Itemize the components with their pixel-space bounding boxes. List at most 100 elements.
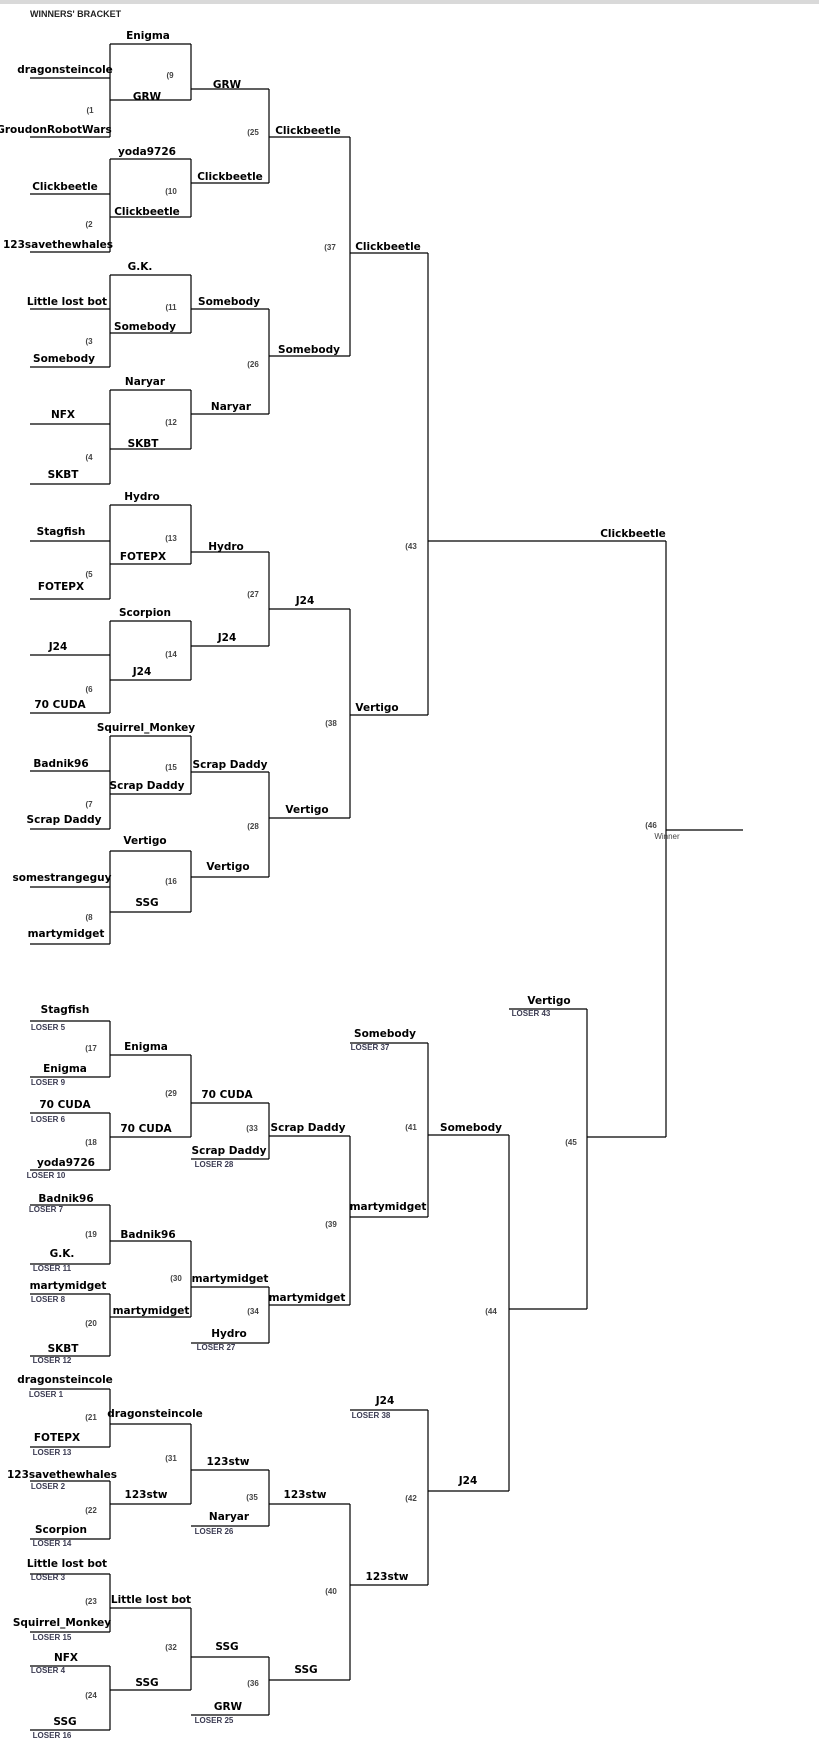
player-name: 123stw bbox=[207, 1456, 250, 1468]
match-number: (5 bbox=[85, 570, 93, 579]
loser-slot-label: LOSER 14 bbox=[33, 1539, 72, 1548]
match-number: (41 bbox=[405, 1123, 417, 1132]
player-name: J24 bbox=[375, 1395, 395, 1407]
player-name: Clickbeetle bbox=[355, 241, 421, 253]
player-name: FOTEPX bbox=[38, 581, 84, 593]
player-name: SKBT bbox=[48, 469, 80, 481]
player-name: 123stw bbox=[284, 1489, 327, 1501]
match-number: (11 bbox=[165, 303, 177, 312]
player-name: Vertigo bbox=[123, 835, 166, 847]
player-name: Naryar bbox=[125, 376, 166, 388]
match-number: (26 bbox=[247, 360, 259, 369]
player-name: 70 CUDA bbox=[34, 699, 86, 711]
match-number: (40 bbox=[325, 1587, 337, 1596]
player-name: Naryar bbox=[211, 401, 252, 413]
loser-slot-label: LOSER 11 bbox=[33, 1264, 72, 1273]
match-number: (38 bbox=[325, 719, 337, 728]
match-number: (21 bbox=[85, 1413, 97, 1422]
player-name: martymidget bbox=[269, 1292, 346, 1304]
player-name: 123savethewhales bbox=[3, 239, 113, 251]
match-number: (30 bbox=[170, 1274, 182, 1283]
player-name: Hydro bbox=[124, 491, 160, 503]
player-name: Squirrel_Monkey bbox=[13, 1617, 111, 1629]
player-name: Vertigo bbox=[206, 861, 249, 873]
match-number: (20 bbox=[85, 1319, 97, 1328]
player-name: SSG bbox=[294, 1664, 317, 1676]
match-number: (31 bbox=[165, 1454, 177, 1463]
match-number: (16 bbox=[165, 877, 177, 886]
player-name: martymidget bbox=[30, 1280, 107, 1292]
match-number: (46 bbox=[645, 821, 657, 830]
match-number: (29 bbox=[165, 1089, 177, 1098]
player-name: J24 bbox=[217, 632, 237, 644]
player-name: SKBT bbox=[48, 1343, 80, 1355]
player-name: Stagfish bbox=[41, 1004, 90, 1016]
player-name: Enigma bbox=[126, 30, 170, 42]
match-number: (1 bbox=[86, 106, 94, 115]
match-number: (4 bbox=[85, 453, 93, 462]
player-name: Clickbeetle bbox=[32, 181, 98, 193]
player-name: dragonsteincole bbox=[17, 1374, 113, 1386]
match-number: (34 bbox=[247, 1307, 259, 1316]
player-name: 123savethewhales bbox=[7, 1469, 117, 1481]
match-number: (43 bbox=[405, 542, 417, 551]
match-number: (36 bbox=[247, 1679, 259, 1688]
loser-slot-label: LOSER 6 bbox=[31, 1115, 66, 1124]
player-name: SSG bbox=[135, 1677, 158, 1689]
player-name: Vertigo bbox=[355, 702, 398, 714]
match-number: (15 bbox=[165, 763, 177, 772]
match-number: (7 bbox=[85, 800, 93, 809]
loser-slot-label: LOSER 12 bbox=[33, 1356, 72, 1365]
match-number: (44 bbox=[485, 1307, 497, 1316]
player-name: martymidget bbox=[350, 1201, 427, 1213]
player-name: J24 bbox=[458, 1475, 478, 1487]
match-number: (6 bbox=[85, 685, 93, 694]
loser-slot-label: LOSER 38 bbox=[352, 1411, 391, 1420]
match-number: (24 bbox=[85, 1691, 97, 1700]
player-name: yoda9726 bbox=[37, 1157, 95, 1169]
loser-slot-label: LOSER 2 bbox=[31, 1482, 66, 1491]
bracket-title: WINNERS' BRACKET bbox=[30, 9, 122, 19]
player-name: Somebody bbox=[354, 1028, 416, 1040]
player-name: Somebody bbox=[198, 296, 260, 308]
match-number: (37 bbox=[324, 243, 336, 252]
player-name: dragonsteincole bbox=[17, 64, 113, 76]
player-name: Clickbeetle bbox=[600, 528, 666, 540]
player-name: SKBT bbox=[128, 438, 160, 450]
match-number: (32 bbox=[165, 1643, 177, 1652]
player-name: Somebody bbox=[278, 344, 340, 356]
player-name: martymidget bbox=[28, 928, 105, 940]
match-number: (14 bbox=[165, 650, 177, 659]
player-name: Hydro bbox=[211, 1328, 247, 1340]
player-name: Clickbeetle bbox=[114, 206, 180, 218]
loser-slot-label: LOSER 16 bbox=[33, 1731, 72, 1740]
match-number: (39 bbox=[325, 1220, 337, 1229]
loser-slot-label: LOSER 28 bbox=[195, 1160, 234, 1169]
player-name: SSG bbox=[53, 1716, 76, 1728]
player-name: GroudonRobotWars bbox=[0, 124, 112, 136]
player-name: NFX bbox=[54, 1652, 78, 1664]
player-name: Somebody bbox=[114, 321, 176, 333]
player-name: J24 bbox=[295, 595, 315, 607]
match-number: (28 bbox=[247, 822, 259, 831]
player-name: Scrap Daddy bbox=[27, 814, 102, 826]
player-name: NFX bbox=[51, 409, 75, 421]
player-name: J24 bbox=[48, 641, 68, 653]
top-border bbox=[0, 0, 819, 4]
player-name: dragonsteincole bbox=[107, 1408, 203, 1420]
player-name: FOTEPX bbox=[34, 1432, 80, 1444]
player-name: FOTEPX bbox=[120, 551, 166, 563]
match-number: (25 bbox=[247, 128, 259, 137]
player-name: Scorpion bbox=[119, 607, 171, 619]
player-name: Scrap Daddy bbox=[110, 780, 185, 792]
loser-slot-label: LOSER 5 bbox=[31, 1023, 66, 1032]
loser-slot-label: LOSER 7 bbox=[29, 1205, 64, 1214]
player-name: 70 CUDA bbox=[39, 1099, 91, 1111]
player-name: Little lost bot bbox=[27, 296, 107, 308]
player-name: Hydro bbox=[208, 541, 244, 553]
winner-label: Winner bbox=[654, 832, 680, 841]
player-name: yoda9726 bbox=[118, 146, 176, 158]
player-name: GRW bbox=[213, 79, 242, 91]
